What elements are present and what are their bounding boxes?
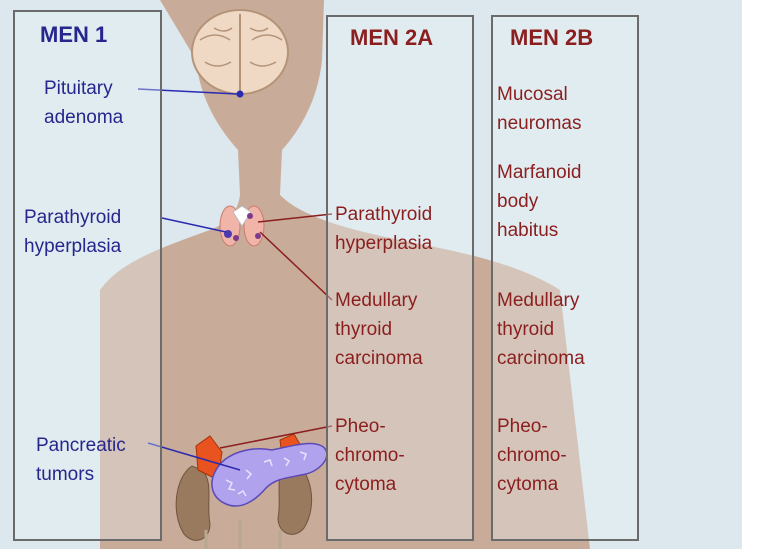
men2a-title: MEN 2A (350, 25, 433, 51)
men2b-medullary-label: Medullary thyroid carcinoma (497, 286, 585, 373)
men1-pancreatic-label: Pancreatic tumors (36, 431, 126, 489)
men2b-title: MEN 2B (510, 25, 593, 51)
men1-parathyroid-label: Parathyroid hyperplasia (24, 203, 121, 261)
men2b-pheo-label: Pheo- chromo- cytoma (497, 412, 567, 499)
men2a-parathyroid-label: Parathyroid hyperplasia (335, 200, 432, 258)
men2a-medullary-label: Medullary thyroid carcinoma (335, 286, 423, 373)
men2a-pheo-label: Pheo- chromo- cytoma (335, 412, 405, 499)
pituitary-dot (237, 91, 244, 98)
men1-pituitary-label: Pituitary adenoma (44, 74, 123, 132)
men2b-mucosal-label: Mucosal neuromas (497, 80, 582, 138)
men2b-marfanoid-label: Marfanoid body habitus (497, 158, 582, 245)
men1-title: MEN 1 (40, 22, 107, 48)
